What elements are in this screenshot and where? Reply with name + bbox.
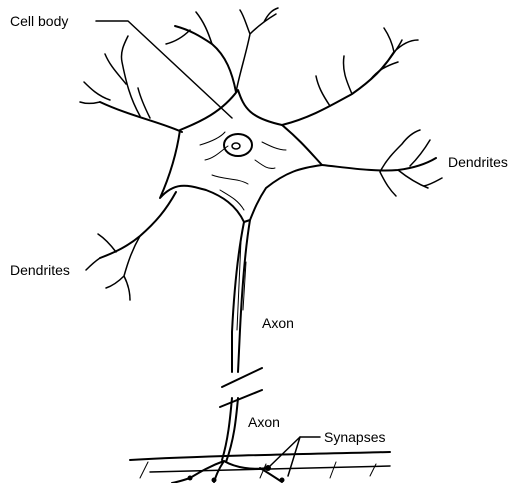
axon-lower-segment [222,398,238,462]
cell-body-label: Cell body [10,13,68,29]
target-membrane [130,452,390,478]
dendrite-upper-left [80,36,182,132]
dendrites-label-right: Dendrites [448,154,508,170]
axon-break-mark [220,368,262,407]
dendrites-label-left: Dendrites [10,262,70,278]
axon-terminals [172,461,285,483]
dendrite-lower-left [86,192,176,300]
axon [232,220,250,372]
dendrite-right [322,130,442,196]
cell-body-leader-line [96,21,232,118]
axon-label-lower: Axon [248,414,280,430]
leader-lines [96,21,320,476]
nucleus [224,134,252,156]
dendrite-upper-middle [166,8,278,92]
synapses-label: Synapses [324,429,385,445]
axon-label-upper: Axon [262,315,294,331]
dendrite-upper-right [282,28,418,125]
